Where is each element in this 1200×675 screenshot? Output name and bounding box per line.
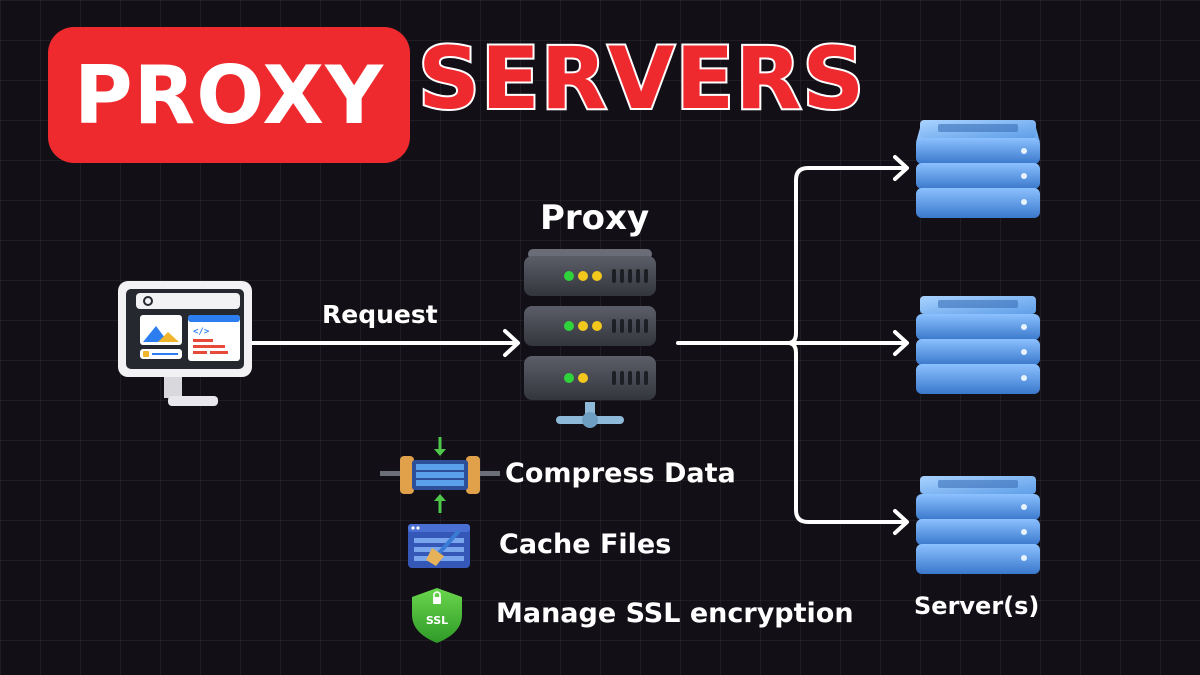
proxy-label: Proxy [540,198,650,238]
feature-ssl-label: Manage SSL encryption [496,598,854,629]
destination-server-icon [916,476,1040,574]
cache-files-icon [408,524,470,568]
title-highlight-text: PROXY [74,48,384,142]
feature-compress-data-label: Compress Data [505,458,736,489]
proxy-server-icon [524,249,656,428]
svg-text:</>: </> [193,327,210,337]
request-label: Request [322,300,438,329]
title-secondary-text: SERVERS [416,29,866,129]
request-arrow [252,329,520,357]
ssl-badge-text: SSL [426,614,448,627]
feature-cache-files-label: Cache Files [499,529,672,560]
destination-server-icon [916,296,1040,394]
destination-server-icon [916,120,1040,218]
client-computer-icon: </> [118,281,252,406]
title-highlight-badge: PROXY [48,27,410,163]
compress-data-icon [380,437,500,513]
ssl-shield-icon: SSL [412,588,462,643]
response-branch-arrows [676,155,909,535]
servers-label: Server(s) [914,592,1040,620]
